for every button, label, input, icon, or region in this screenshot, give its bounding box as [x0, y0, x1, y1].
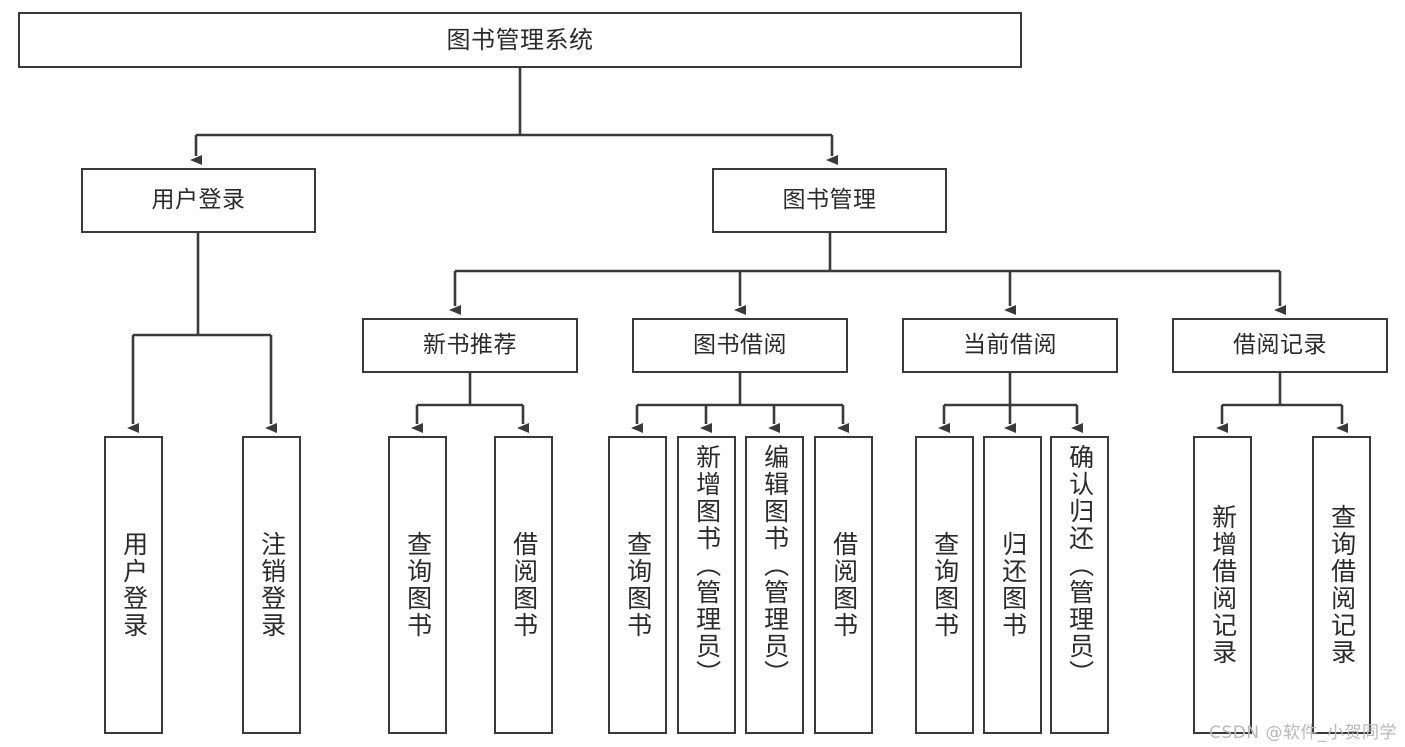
- node-label: 注销登录: [257, 531, 287, 639]
- node-book-borrow[interactable]: 图书借阅: [632, 318, 848, 373]
- node-label: 用户登录: [119, 531, 149, 639]
- node-label: 借阅记录: [1233, 331, 1327, 358]
- node-user-login[interactable]: 用户登录: [81, 168, 316, 233]
- node-label: 查询图书: [623, 531, 653, 639]
- leaf-user-login[interactable]: 用户登录: [104, 436, 163, 734]
- csdn-watermark: CSDN @软件_小贺同学: [1209, 723, 1397, 743]
- node-label: 查询借阅记录: [1327, 504, 1357, 666]
- leaf-borrow-book[interactable]: 借阅图书: [814, 436, 873, 734]
- leaf-confirm-return-admin[interactable]: 确认归还（管理员）: [1050, 436, 1109, 734]
- node-label: 图书管理: [782, 186, 877, 213]
- leaf-edit-book-admin[interactable]: 编辑图书（管理员）: [745, 436, 804, 734]
- node-new-book-recommend[interactable]: 新书推荐: [362, 318, 578, 373]
- node-label: 当前借阅: [963, 331, 1057, 358]
- leaf-add-borrow-record[interactable]: 新增借阅记录: [1193, 436, 1252, 734]
- node-label: 查询图书: [403, 531, 433, 639]
- node-label: 新书推荐: [423, 331, 517, 358]
- leaf-query-book-recommend[interactable]: 查询图书: [388, 436, 447, 734]
- node-label: 新增借阅记录: [1208, 504, 1238, 666]
- leaf-query-book-borrow[interactable]: 查询图书: [608, 436, 667, 734]
- node-label: 图书管理系统: [446, 25, 594, 54]
- node-borrow-record[interactable]: 借阅记录: [1172, 318, 1388, 373]
- node-label: 确认归还（管理员）: [1065, 444, 1095, 687]
- node-label: 借阅图书: [829, 531, 859, 639]
- leaf-query-book-current[interactable]: 查询图书: [915, 436, 974, 734]
- leaf-borrow-book-recommend[interactable]: 借阅图书: [494, 436, 553, 734]
- node-book-management[interactable]: 图书管理: [712, 168, 947, 233]
- leaf-query-borrow-record[interactable]: 查询借阅记录: [1312, 436, 1371, 734]
- node-label: 图书借阅: [693, 331, 787, 358]
- node-label: 新增图书（管理员）: [692, 444, 722, 687]
- node-current-borrow[interactable]: 当前借阅: [902, 318, 1118, 373]
- node-label: 查询图书: [930, 531, 960, 639]
- node-label: 编辑图书（管理员）: [760, 444, 790, 687]
- node-label: 归还图书: [998, 531, 1028, 639]
- node-root-system[interactable]: 图书管理系统: [18, 12, 1022, 68]
- leaf-add-book-admin[interactable]: 新增图书（管理员）: [677, 436, 736, 734]
- node-label: 借阅图书: [509, 531, 539, 639]
- node-label: 用户登录: [151, 186, 246, 213]
- leaf-return-book[interactable]: 归还图书: [983, 436, 1042, 734]
- leaf-logout[interactable]: 注销登录: [242, 436, 301, 734]
